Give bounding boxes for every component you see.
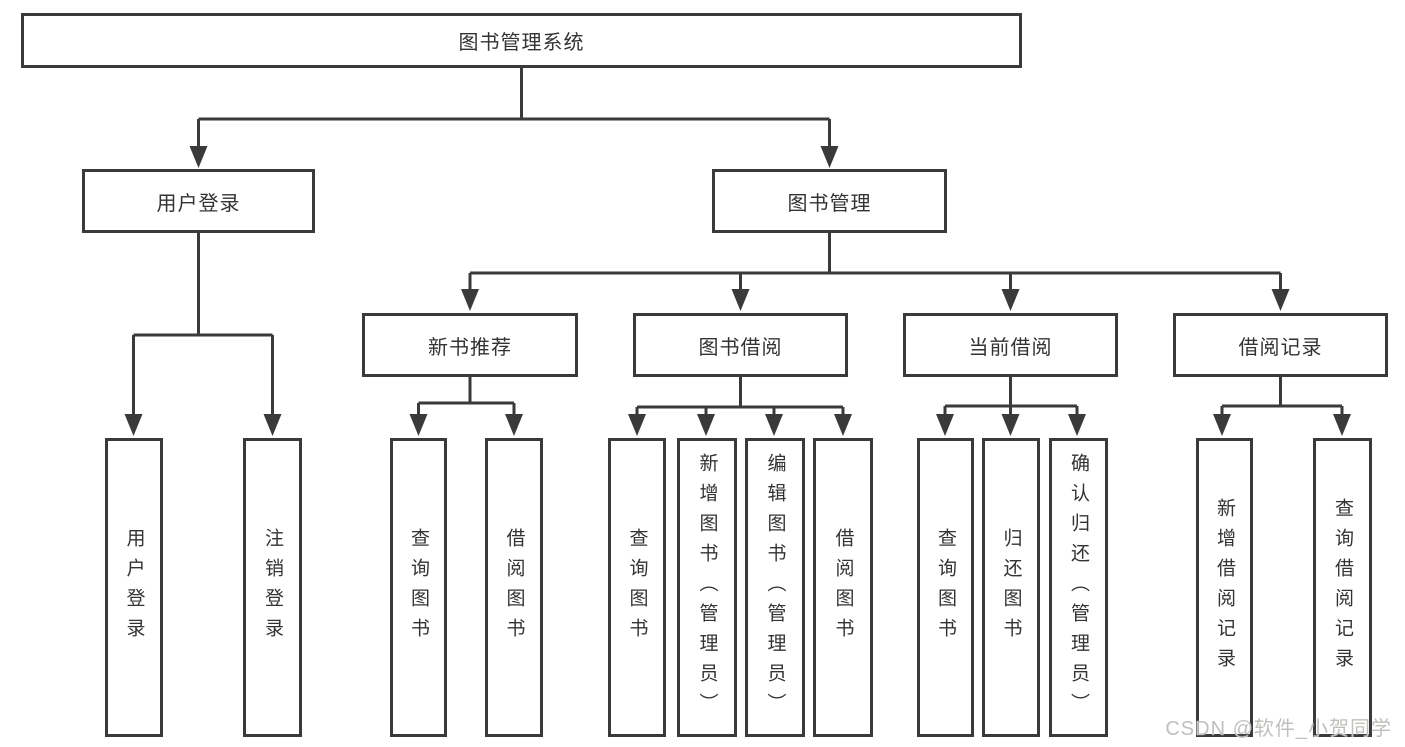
arrow-icon [1001, 414, 1020, 436]
connector-new-book-recommend [417, 375, 516, 418]
arrow-icon [731, 289, 750, 311]
leaf-edit-books-admin: 编辑图书（管理员） [745, 438, 805, 737]
connector-borrowing-records [1220, 375, 1344, 418]
leaf-return-books: 归还图书 [982, 438, 1040, 737]
arrow-icon [189, 146, 208, 168]
leaf-confirm-return-admin: 确认归还（管理员） [1049, 438, 1108, 737]
arrow-icon [936, 414, 954, 436]
arrow-icon [1333, 414, 1351, 436]
leaf-borrow-books-borrowing: 借阅图书 [813, 438, 873, 737]
arrow-icon [820, 146, 839, 168]
csdn-watermark: CSDN @软件_小贺同学 [1165, 718, 1392, 740]
arrow-icon [461, 289, 479, 311]
node-user-login: 用户登录 [82, 169, 315, 233]
node-borrowing-records: 借阅记录 [1173, 313, 1388, 377]
leaf-user-login: 用户登录 [105, 438, 163, 737]
node-new-book-recommend: 新书推荐 [362, 313, 578, 377]
arrow-icon [1213, 414, 1231, 436]
node-book-borrowing: 图书借阅 [633, 313, 848, 377]
arrow-icon [263, 414, 282, 436]
connector-book-borrowing [635, 375, 845, 418]
arrow-icon [409, 414, 428, 436]
node-book-management: 图书管理 [712, 169, 947, 233]
node-current-borrowing: 当前借阅 [903, 313, 1118, 377]
leaf-query-books-recommend: 查询图书 [390, 438, 447, 737]
leaf-add-books-admin: 新增图书（管理员） [677, 438, 737, 737]
connector-user-login [132, 231, 274, 418]
arrow-icon [697, 414, 715, 436]
leaf-query-books-borrowing: 查询图书 [608, 438, 666, 737]
leaf-logout-login: 注销登录 [243, 438, 302, 737]
connector-current-borrowing [943, 375, 1079, 418]
arrow-icon [1001, 289, 1020, 311]
leaf-borrow-books-recommend: 借阅图书 [485, 438, 543, 737]
arrow-icon [505, 414, 523, 436]
arrow-icon [1068, 414, 1086, 436]
connector-book-management [468, 231, 1282, 293]
arrow-icon [1271, 289, 1290, 311]
leaf-add-borrow-record: 新增借阅记录 [1196, 438, 1253, 737]
node-root: 图书管理系统 [21, 13, 1022, 68]
arrow-icon [124, 414, 143, 436]
arrow-icon [628, 414, 646, 436]
leaf-query-borrow-record: 查询借阅记录 [1313, 438, 1372, 737]
arrow-icon [765, 414, 783, 436]
connector-root [197, 66, 831, 150]
arrow-icon [834, 414, 852, 436]
leaf-query-books-current: 查询图书 [917, 438, 974, 737]
